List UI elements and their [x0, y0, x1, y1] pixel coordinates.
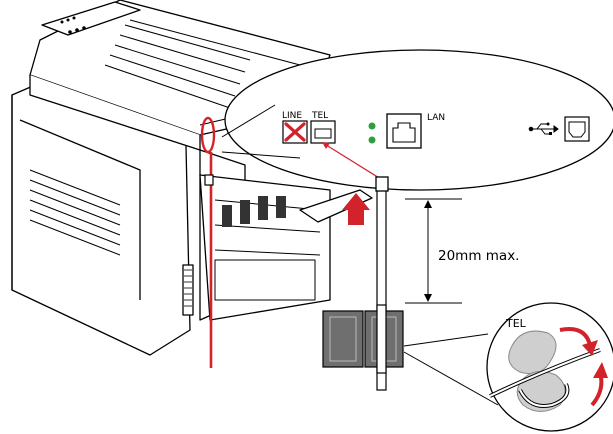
not-connected-x-icon	[284, 122, 306, 142]
telephone-cable	[200, 116, 216, 368]
detail-tel-label: TEL	[505, 317, 527, 330]
status-leds	[368, 122, 376, 144]
lan-port: LAN	[386, 113, 445, 149]
tel-cable-pointer	[322, 142, 385, 182]
lan-port-label: LAN	[427, 113, 445, 123]
insert-arrow-icon	[342, 193, 370, 225]
rear-cover-open	[199, 174, 331, 321]
tel-port: TEL	[310, 111, 336, 144]
side-vent	[182, 264, 194, 316]
line-port-label: LINE	[282, 111, 302, 121]
line-port: LINE	[282, 111, 308, 144]
led-icon	[368, 136, 376, 144]
ferrite-core-assembly: 20mm max.	[322, 176, 519, 391]
printer-illustration	[11, 0, 373, 356]
cable-plug	[375, 176, 389, 192]
ethernet-port-icon	[386, 113, 422, 149]
dimension-label: 20mm max.	[438, 248, 519, 264]
control-panel	[41, 1, 141, 36]
ferrite-core-left	[322, 310, 364, 368]
loop-detail-callout: TEL	[403, 302, 613, 432]
usb-port	[528, 116, 590, 142]
usb-icon	[528, 122, 559, 135]
tel-port-label: TEL	[311, 111, 328, 121]
led-icon	[368, 122, 376, 130]
